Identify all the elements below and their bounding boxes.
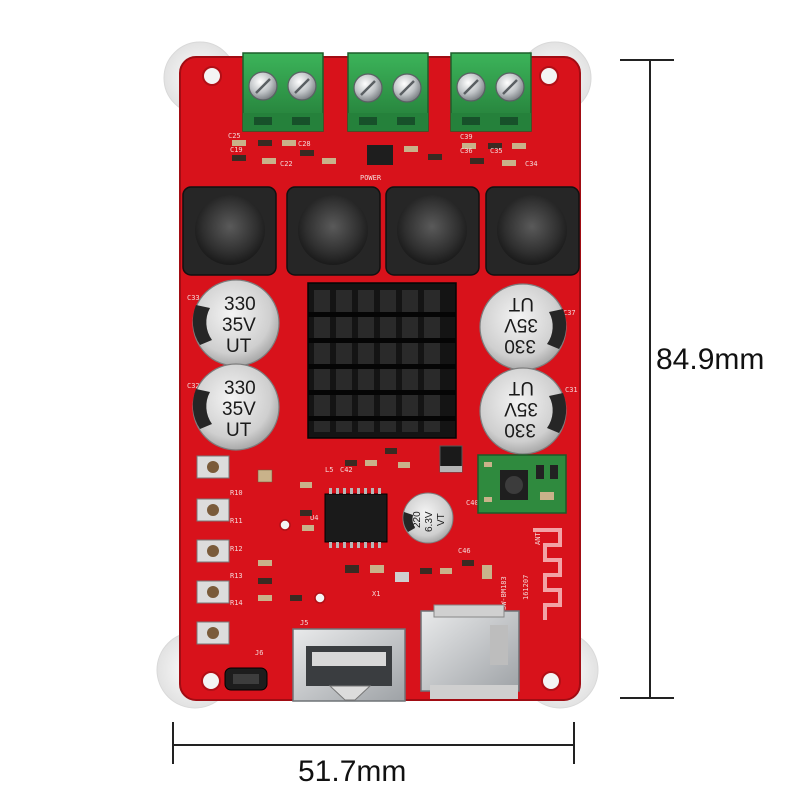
dc-dc-module bbox=[477, 454, 567, 514]
silk-label: C22 bbox=[280, 160, 293, 168]
capacitor-value: 330 bbox=[224, 294, 256, 315]
terminal-left-speaker bbox=[242, 52, 324, 132]
inductor-4 bbox=[485, 186, 580, 276]
capacitor-right-bottom: 330 35V UT bbox=[479, 367, 567, 455]
screw-terminals bbox=[242, 52, 532, 132]
heatsink bbox=[307, 282, 457, 439]
silk-label: C28 bbox=[298, 140, 311, 148]
terminal-right-speaker bbox=[450, 52, 532, 132]
silk-label: L5 bbox=[325, 466, 333, 474]
capacitor-brand: VT bbox=[436, 513, 447, 526]
button-k1[interactable] bbox=[196, 455, 230, 479]
usb-port bbox=[292, 628, 406, 702]
silk-label: C31 bbox=[565, 386, 578, 394]
silk-label: C46 bbox=[458, 547, 471, 555]
silk-power-label: POWER bbox=[360, 174, 382, 182]
tactile-buttons bbox=[196, 455, 230, 645]
width-dimension-label: 51.7mm bbox=[298, 755, 407, 788]
capacitor-voltage: 35V bbox=[504, 314, 538, 335]
silk-label: C37 bbox=[563, 309, 576, 317]
silk-usb-label: J5 bbox=[300, 619, 308, 627]
silk-module-label: SW-BM183 bbox=[500, 576, 508, 610]
capacitor-left-top: 330 35V UT bbox=[192, 279, 280, 367]
sd-card-slot bbox=[420, 604, 520, 699]
silk-label: U4 bbox=[310, 514, 318, 522]
smd-components-middle bbox=[257, 448, 492, 604]
silk-label: X1 bbox=[372, 590, 380, 598]
silk-label: C42 bbox=[340, 466, 353, 474]
capacitor-left-bottom: 330 35V UT bbox=[192, 363, 280, 451]
capacitor-brand: UT bbox=[226, 420, 252, 441]
mounting-hole bbox=[539, 66, 559, 86]
capacitor-value: 220 bbox=[412, 511, 423, 528]
height-dimension-label: 84.9mm bbox=[656, 343, 765, 376]
capacitor-voltage: 35V bbox=[504, 398, 538, 419]
capacitor-voltage: 35V bbox=[222, 399, 256, 420]
silk-label: C35 bbox=[490, 147, 503, 155]
silk-label: C36 bbox=[460, 147, 473, 155]
capacitor-brand: UT bbox=[226, 336, 252, 357]
dimension-width bbox=[172, 722, 575, 764]
inductor-1 bbox=[182, 186, 277, 276]
inductors bbox=[182, 186, 580, 276]
silk-label: R11 bbox=[230, 517, 243, 525]
silk-label: C40 bbox=[466, 499, 479, 507]
silk-date-label: 161207 bbox=[522, 575, 530, 600]
button-k4[interactable] bbox=[196, 580, 230, 604]
capacitor-voltage: 35V bbox=[222, 315, 256, 336]
silkscreen-labels: C25 C19 C28 C22 C39 C36 C35 C34 POWER C3… bbox=[187, 132, 578, 657]
silk-label: C32 bbox=[187, 382, 200, 390]
mounting-hole bbox=[201, 671, 221, 691]
silk-label: C25 bbox=[228, 132, 241, 140]
silk-label: J6 bbox=[255, 649, 263, 657]
connector-j6 bbox=[224, 667, 268, 691]
silk-label: R13 bbox=[230, 572, 243, 580]
capacitor-value: 330 bbox=[504, 335, 536, 356]
silk-label: C33 bbox=[187, 294, 200, 302]
capacitor-brand: UT bbox=[508, 377, 534, 398]
silk-label: C34 bbox=[525, 160, 538, 168]
terminal-power bbox=[347, 52, 429, 132]
inductor-3 bbox=[385, 186, 480, 276]
capacitor-brand: UT bbox=[508, 293, 534, 314]
silk-label: R10 bbox=[230, 489, 243, 497]
dimension-height bbox=[620, 59, 674, 699]
mounting-hole bbox=[541, 671, 561, 691]
button-k2[interactable] bbox=[196, 498, 230, 522]
capacitor-voltage: 6.3V bbox=[424, 511, 435, 532]
bluetooth-antenna bbox=[533, 528, 562, 620]
silk-label: R12 bbox=[230, 545, 243, 553]
inductor-2 bbox=[286, 186, 381, 276]
capacitor-value: 330 bbox=[504, 419, 536, 440]
main-ic bbox=[324, 488, 388, 548]
capacitor-right-top: 330 35V UT bbox=[479, 283, 567, 371]
mounting-hole bbox=[202, 66, 222, 86]
smd-components-top bbox=[232, 140, 526, 166]
capacitor-value: 330 bbox=[224, 378, 256, 399]
capacitor-small: 220 6.3V VT bbox=[402, 492, 454, 544]
silk-antenna-label: ANT bbox=[534, 532, 542, 545]
silk-label: R14 bbox=[230, 599, 243, 607]
button-k3[interactable] bbox=[196, 539, 230, 563]
mounting-holes bbox=[201, 66, 561, 691]
button-k5[interactable] bbox=[196, 621, 230, 645]
silk-label: C39 bbox=[460, 133, 473, 141]
silk-label: C19 bbox=[230, 146, 243, 154]
